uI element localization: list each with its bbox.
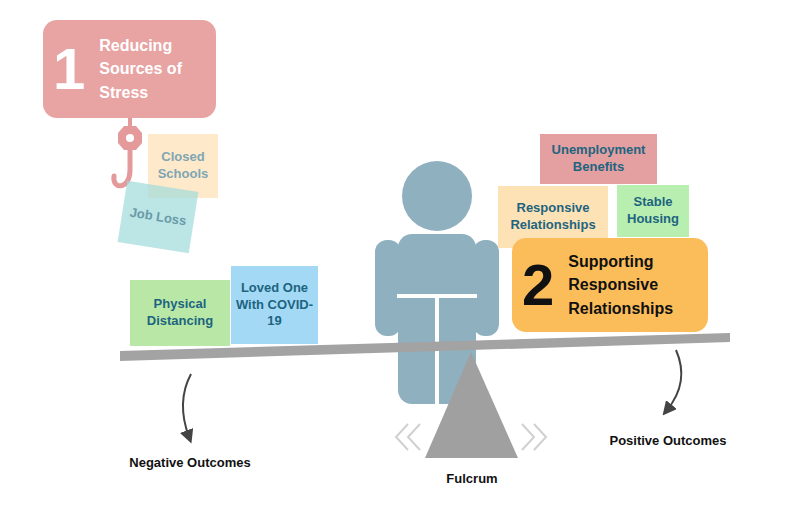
hook bbox=[114, 118, 142, 186]
node-text: Physical Distancing bbox=[134, 296, 226, 330]
motion-chevrons bbox=[396, 424, 546, 450]
support-box: 2Supporting Responsive Relationships bbox=[512, 238, 708, 332]
outcome-arrow bbox=[183, 374, 191, 437]
sticky-note: Unemployment Benefits bbox=[540, 134, 657, 184]
node-text: Closed Schools bbox=[152, 149, 214, 183]
sticky-note: Physical Distancing bbox=[130, 280, 230, 346]
node-text: Supporting Responsive Relationships bbox=[568, 250, 698, 320]
fulcrum-triangle bbox=[425, 352, 518, 458]
stress-box: 1Reducing Sources of Stress bbox=[43, 20, 216, 118]
node-text: Responsive Relationships bbox=[502, 200, 604, 234]
outcome-label: Fulcrum bbox=[446, 471, 497, 486]
sticky-note: Job Loss bbox=[118, 181, 199, 253]
outcome-label: Positive Outcomes bbox=[609, 433, 726, 448]
sticky-note: Stable Housing bbox=[617, 185, 689, 237]
outcome-arrow bbox=[667, 350, 681, 410]
sticky-note: Loved One With COVID-19 bbox=[231, 266, 318, 344]
callout-number: 2 bbox=[522, 256, 554, 314]
node-text: Reducing Sources of Stress bbox=[99, 34, 206, 104]
person-figure bbox=[375, 161, 499, 404]
node-text: Job Loss bbox=[128, 204, 187, 230]
outcome-label: Negative Outcomes bbox=[129, 455, 250, 470]
callout-number: 1 bbox=[53, 40, 85, 98]
node-text: Loved One With COVID-19 bbox=[235, 280, 314, 331]
node-text: Unemployment Benefits bbox=[544, 142, 653, 176]
node-text: Stable Housing bbox=[621, 194, 685, 228]
